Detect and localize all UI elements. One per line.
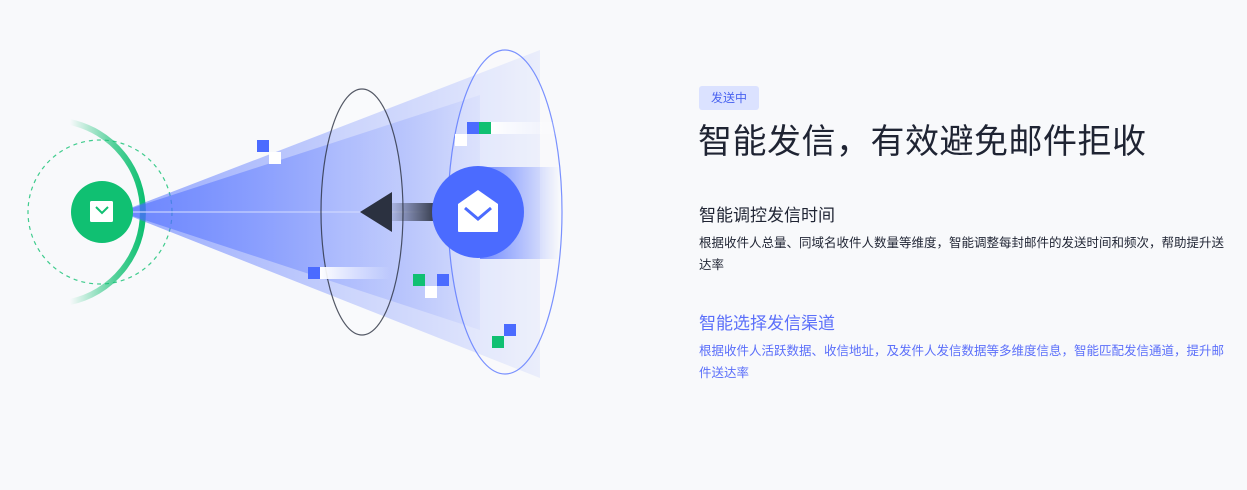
feature-title-schedule[interactable]: 智能调控发信时间 (699, 206, 835, 226)
status-badge: 发送中 (699, 86, 759, 110)
pixel-squares (257, 122, 561, 348)
open-mail-icon (432, 166, 524, 258)
sender-mail-icon (71, 181, 133, 243)
feature-desc-schedule: 根据收件人总量、同域名收件人数量等维度，智能调整每封邮件的发送时间和频次，帮助提… (699, 235, 1225, 272)
feature-title-channel[interactable]: 智能选择发信渠道 (699, 314, 835, 334)
feature-desc-channel: 根据收件人活跃数据、收信地址，及发件人发信数据等多维度信息，智能匹配发信通道，提… (699, 343, 1225, 380)
arrow-left-icon (360, 192, 439, 232)
page-title: 智能发信，有效避免邮件拒收 (698, 122, 1147, 162)
smart-sending-illustration (27, 49, 563, 378)
